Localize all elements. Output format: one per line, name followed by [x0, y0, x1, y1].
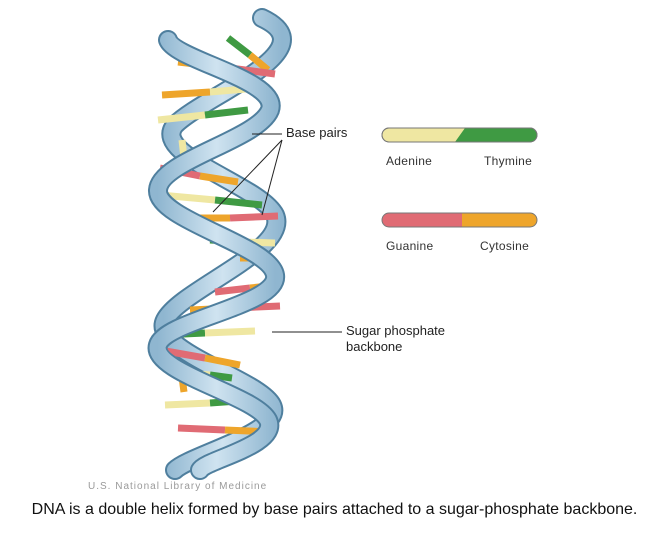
legend-adenine-thymine: Adenine Thymine	[382, 128, 537, 168]
credit-text: U.S. National Library of Medicine	[88, 481, 267, 492]
base-pairs-label: Base pairs	[286, 125, 348, 140]
legend-thymine-label: Thymine	[484, 154, 532, 168]
legend-cytosine-label: Cytosine	[480, 239, 529, 253]
backbone-label-line1: Sugar phosphate	[346, 323, 445, 338]
legend-guanine-label: Guanine	[386, 239, 433, 253]
figure-caption: DNA is a double helix formed by base pai…	[0, 500, 669, 519]
backbone-label-line2: backbone	[346, 339, 402, 354]
legend-adenine-label: Adenine	[386, 154, 432, 168]
legend-guanine-cytosine: Guanine Cytosine	[382, 213, 537, 253]
